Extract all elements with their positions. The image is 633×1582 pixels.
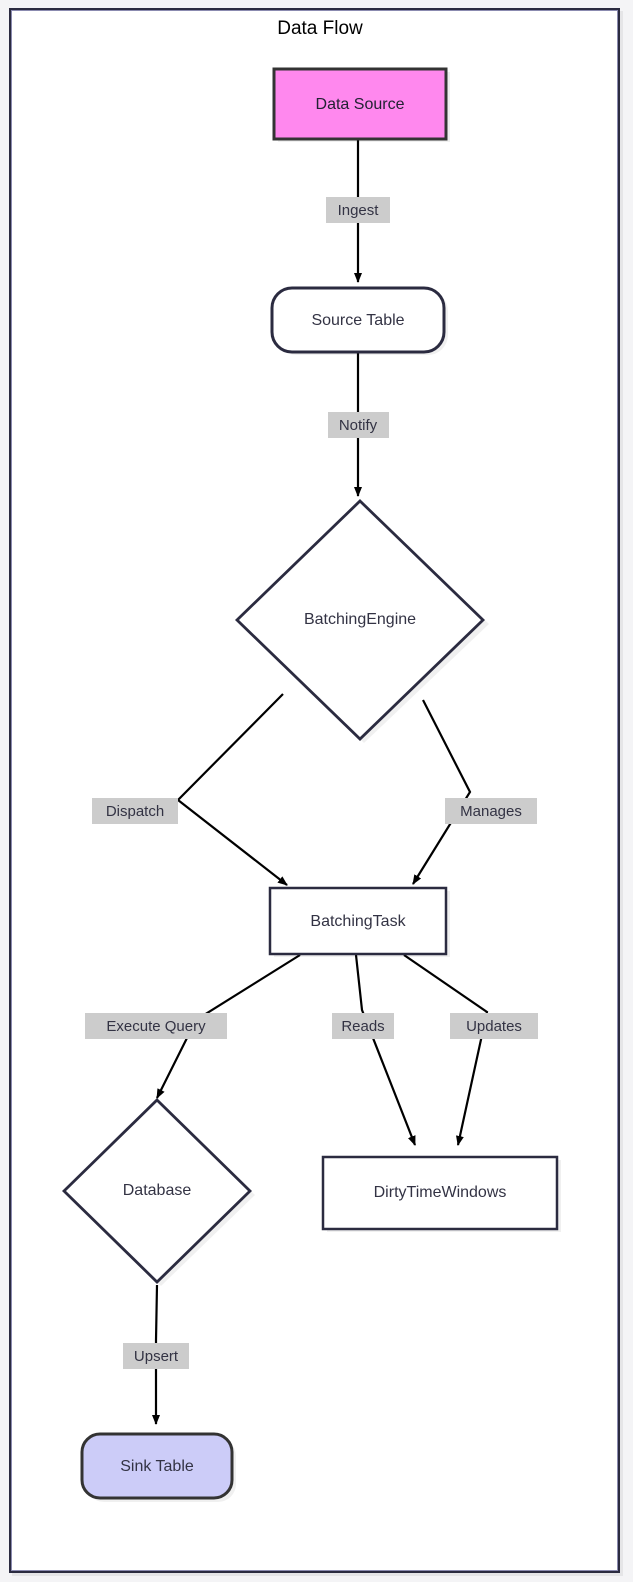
edge-label-notify: Notify (328, 412, 389, 438)
node-data-source-shape[interactable] (272, 67, 448, 141)
node-sink-table[interactable]: Sink Table (80, 1432, 236, 1502)
edge-label-upsert: Upsert (123, 1343, 189, 1369)
edge-label-reads-text: Reads (341, 1018, 384, 1035)
edge-label-dispatch-bg (92, 798, 178, 824)
edge-label-ingest: Ingest (326, 197, 390, 223)
node-dirty-time-windows-shape[interactable] (321, 1155, 559, 1231)
node-batching-engine[interactable]: BatchingEngine (234, 499, 489, 743)
edge-label-ingest-bg (326, 197, 390, 223)
edge-label-ingest-text: Ingest (338, 202, 380, 219)
edge-manages-line (412, 699, 472, 885)
edge-label-execute-query: Execute Query (85, 1013, 227, 1039)
edge-dispatch-line (176, 693, 288, 886)
node-batching-task[interactable]: BatchingTask (268, 886, 450, 957)
node-dirty-time-windows-label: DirtyTimeWindows (374, 1184, 507, 1201)
diagram-frame (9, 8, 620, 1573)
node-batching-task-label: BatchingTask (310, 913, 406, 930)
edge-label-notify-bg (328, 412, 389, 438)
edge-label-updates: Updates (450, 1013, 538, 1039)
edge-label-execute-query-text: Execute Query (106, 1018, 206, 1035)
edge-label-updates-bg (450, 1013, 538, 1039)
edge-label-execute-query-bg (85, 1013, 227, 1039)
node-batching-task-shape[interactable] (268, 886, 448, 956)
edge-label-manages-text: Manages (460, 803, 522, 820)
edge-label-reads: Reads (332, 1013, 394, 1039)
node-sink-table-shape[interactable] (80, 1432, 234, 1500)
node-dirty-time-windows[interactable]: DirtyTimeWindows (321, 1155, 561, 1232)
edge-label-updates-text: Updates (466, 1018, 522, 1035)
node-source-table[interactable]: Source Table (270, 286, 448, 355)
node-data-source-label: Data Source (316, 96, 405, 113)
node-source-table-label: Source Table (311, 312, 404, 329)
node-database-label: Database (123, 1182, 192, 1199)
edge-label-dispatch: Dispatch (92, 798, 178, 824)
node-sink-table-label: Sink Table (120, 1458, 194, 1475)
edge-updates-line (403, 954, 489, 1146)
node-source-table-shape[interactable] (270, 286, 446, 354)
node-batching-engine-label: BatchingEngine (304, 611, 416, 628)
edge-label-upsert-text: Upsert (134, 1348, 179, 1365)
edge-reads-line (354, 954, 417, 1146)
diagram-title: Data Flow (277, 18, 363, 39)
edge-label-reads-bg (332, 1013, 394, 1039)
node-database[interactable]: Database (61, 1098, 255, 1286)
edge-upsert-line (152, 1284, 160, 1425)
edge-labels-layer: Ingest Notify Dispatch Manages Execute Q… (85, 197, 538, 1369)
edge-label-notify-text: Notify (339, 417, 378, 434)
edge-label-dispatch-text: Dispatch (106, 803, 164, 820)
node-database-shape[interactable] (61, 1098, 253, 1284)
node-batching-engine-shape[interactable] (234, 499, 486, 741)
node-data-source[interactable]: Data Source (272, 67, 450, 142)
edge-label-manages-bg (445, 798, 537, 824)
edge-label-manages: Manages (445, 798, 537, 824)
edge-label-upsert-bg (123, 1343, 189, 1369)
